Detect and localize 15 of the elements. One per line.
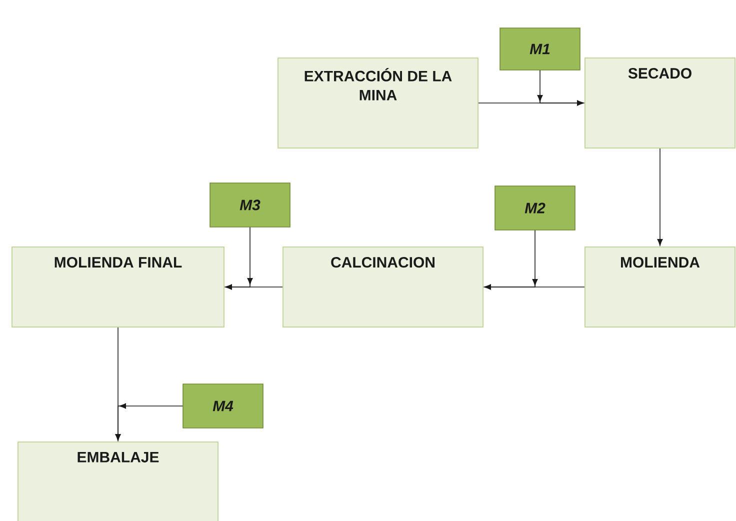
process-input-box: M3 (210, 182, 290, 228)
process-box: EXTRACCIÓN DE LA MINA (278, 58, 478, 148)
arrow (115, 403, 184, 441)
process-input-box: M1 (500, 28, 580, 70)
process-box: CALCINACION (282, 246, 484, 328)
arrow (537, 70, 584, 106)
process-box: MOLIENDA (584, 246, 736, 328)
arrow (225, 226, 253, 290)
process-box: SECADO (584, 58, 736, 148)
arrow (657, 148, 663, 246)
process-box: EMBALAJE (18, 442, 218, 521)
process-input-box: M4 (182, 384, 264, 428)
process-box: MOLIENDA FINAL (12, 246, 224, 328)
arrow (484, 230, 538, 290)
process-input-box: M2 (494, 186, 576, 230)
